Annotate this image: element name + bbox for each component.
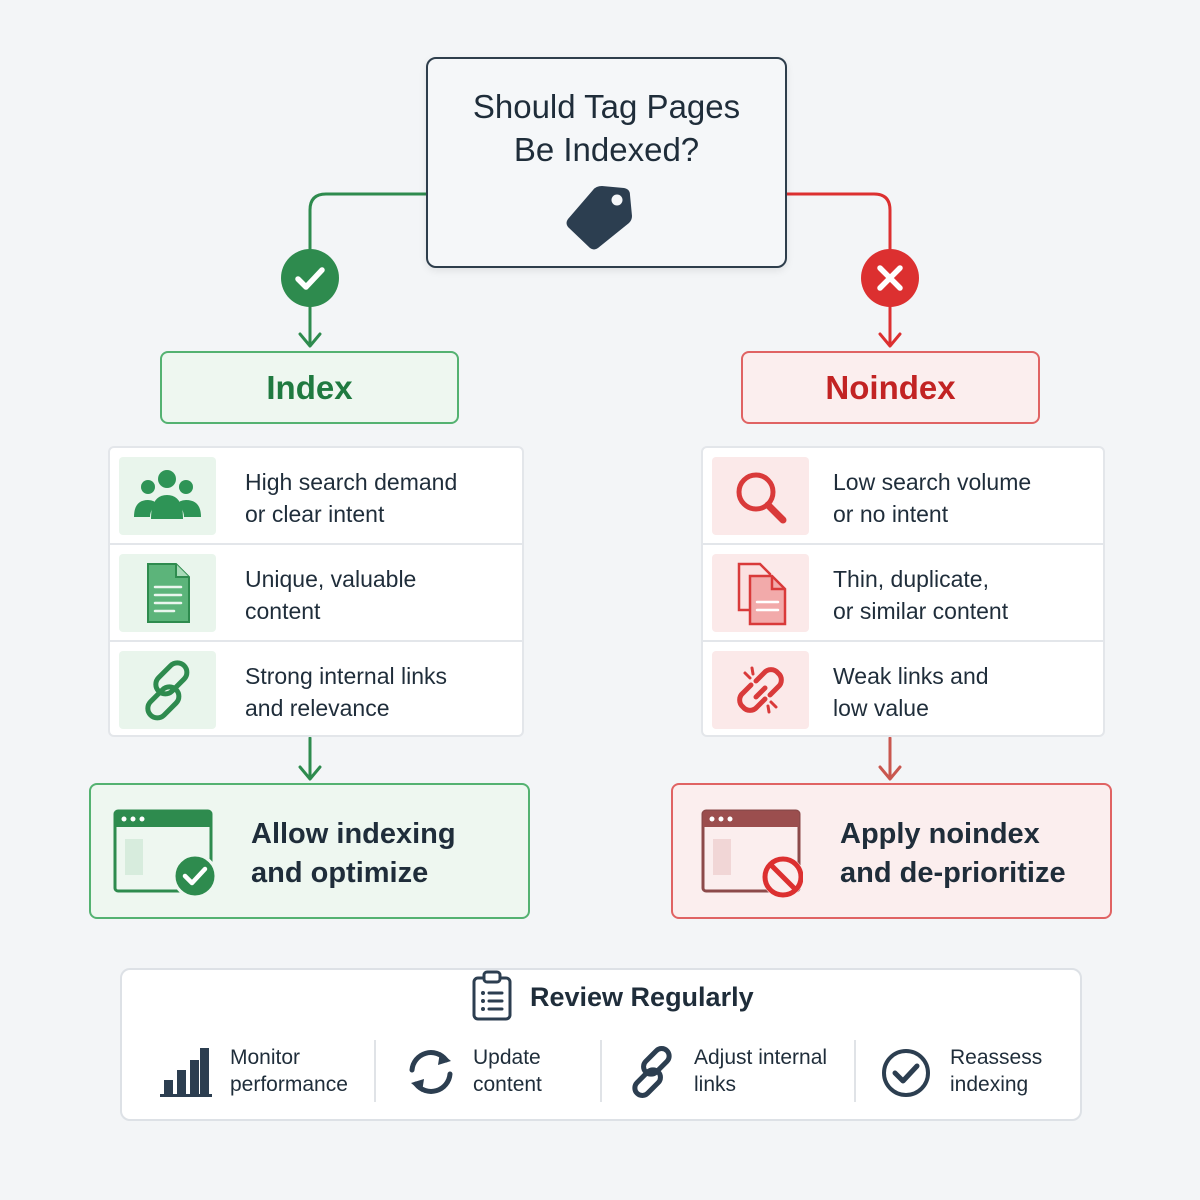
review-step-text: Update content (473, 1046, 542, 1096)
search-icon (712, 457, 809, 535)
clipboard-icon (472, 970, 512, 1021)
noindex-verdict: Noindex (741, 351, 1040, 424)
criteria-item: Low search volume or no intent (703, 448, 1103, 545)
review-step-text: Adjust internal links (694, 1046, 828, 1096)
browser-check-icon (113, 809, 218, 899)
link-icon (119, 651, 216, 729)
criteria-item: Thin, duplicate, or similar content (703, 545, 1103, 642)
bar-chart-icon (160, 1048, 212, 1097)
duplicate-document-icon (712, 554, 809, 632)
review-step-text: Monitor performance (230, 1046, 348, 1096)
criteria-text: High search demand or clear intent (245, 469, 458, 527)
apply-noindex-text: Apply noindex and de-prioritize (840, 818, 1066, 889)
review-divider (600, 1040, 602, 1102)
tag-icon (566, 186, 632, 250)
refresh-icon (409, 1050, 453, 1094)
yes-branch-connector (298, 192, 428, 781)
review-step: Monitor performance (160, 1040, 380, 1102)
criteria-text: Weak links and low value (833, 663, 989, 721)
apply-noindex-box: Apply noindex and de-prioritize (671, 783, 1112, 919)
allow-indexing-box: Allow indexing and optimize (89, 783, 530, 919)
question-title: Should Tag Pages Be Indexed? (472, 88, 741, 168)
criteria-text: Thin, duplicate, or similar content (833, 566, 1009, 624)
review-step: Adjust internal links (624, 1040, 854, 1102)
link-icon (632, 1046, 672, 1098)
review-step: Reassess indexing (880, 1040, 1070, 1102)
review-divider (854, 1040, 856, 1102)
criteria-text: Low search volume or no intent (833, 469, 1032, 527)
review-panel: Review Regularly Monitor performance Upd… (120, 968, 1082, 1121)
review-divider (374, 1040, 376, 1102)
close-icon (877, 265, 903, 291)
index-verdict: Index (160, 351, 459, 424)
broken-link-icon (712, 651, 809, 729)
no-badge (861, 249, 919, 307)
yes-badge (281, 249, 339, 307)
review-step: Update content (403, 1040, 603, 1102)
allow-indexing-text: Allow indexing and optimize (251, 818, 456, 889)
browser-block-icon (701, 809, 803, 898)
review-header: Review Regularly (122, 970, 1080, 1030)
criteria-item: High search demand or clear intent (110, 448, 522, 545)
criteria-item: Unique, valuable content (110, 545, 522, 642)
criteria-item: Strong internal links and relevance (110, 642, 522, 735)
document-icon (119, 554, 216, 632)
noindex-criteria-list: Low search volume or no intent Thin, dup… (701, 446, 1105, 737)
criteria-text: Unique, valuable content (245, 566, 417, 624)
check-circle-icon (882, 1049, 930, 1097)
no-action-connector (878, 736, 902, 781)
no-branch-connector (785, 192, 902, 348)
criteria-text: Strong internal links and relevance (245, 663, 447, 721)
review-title: Review Regularly (530, 982, 754, 1012)
criteria-item: Weak links and low value (703, 642, 1103, 735)
check-icon (295, 267, 325, 290)
users-icon (119, 457, 216, 535)
index-criteria-list: High search demand or clear intent Uniqu… (108, 446, 524, 737)
review-step-text: Reassess indexing (950, 1046, 1043, 1096)
